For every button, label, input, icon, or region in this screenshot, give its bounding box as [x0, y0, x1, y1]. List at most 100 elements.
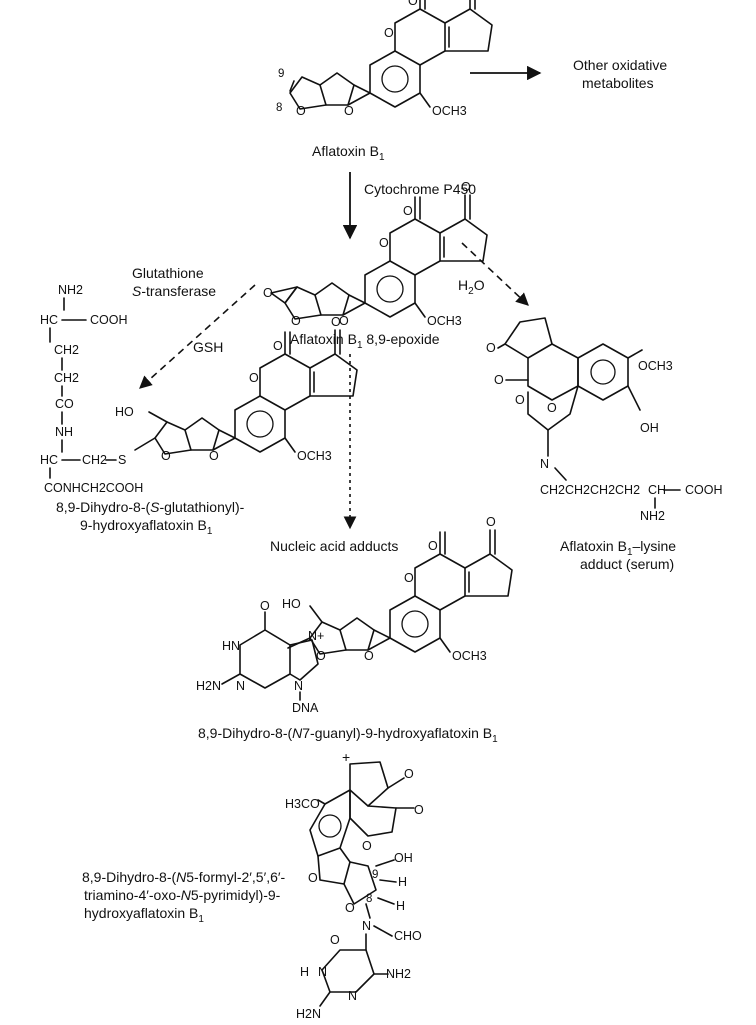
arrow-hydrolysis — [461, 242, 529, 306]
svg-text:CH2CH2CH2CH2: CH2CH2CH2CH2 — [540, 483, 640, 497]
label-n7-guanyl: 8,9-Dihydro-8-(N7-guanyl)-9-hydroxyaflat… — [198, 725, 498, 745]
svg-text:NH2: NH2 — [386, 967, 411, 981]
svg-text:S: S — [118, 453, 126, 467]
svg-text:HC: HC — [40, 453, 58, 467]
svg-text:9: 9 — [372, 869, 378, 881]
label-nucleic-acid-adducts: Nucleic acid adducts — [270, 538, 398, 554]
svg-text:CO: CO — [55, 397, 74, 411]
atom-o-lactone: O — [384, 26, 394, 40]
arrow-gst — [139, 284, 256, 389]
svg-text:N: N — [294, 679, 303, 693]
svg-text:O: O — [494, 373, 504, 387]
label-other-metabolites-1: Other oxidative — [573, 57, 667, 73]
lysine-adduct-structure: O O O OCH3 OH O N CH2CH2CH2CH2 CH COOH N… — [486, 317, 723, 523]
svg-text:H2N: H2N — [196, 679, 221, 693]
svg-text:O: O — [316, 649, 326, 663]
svg-text:8: 8 — [366, 893, 372, 905]
svg-text:O: O — [364, 649, 374, 663]
svg-text:O: O — [330, 933, 340, 947]
label-other-metabolites-2: metabolites — [582, 75, 654, 91]
svg-text:HN: HN — [222, 639, 240, 653]
guanine-base: O N+ N DNA HN N H2N — [196, 599, 324, 715]
svg-text:HO: HO — [282, 597, 301, 611]
label-gsh-conjugate-1: 8,9-Dihydro-8-(S-glutathionyl)- — [56, 499, 245, 515]
svg-text:O: O — [428, 539, 438, 553]
svg-text:CH2: CH2 — [82, 453, 107, 467]
svg-text:N: N — [362, 919, 371, 933]
atom-o-ketone-e: O — [461, 180, 471, 194]
svg-text:O: O — [260, 599, 270, 613]
svg-text:OCH3: OCH3 — [297, 449, 332, 463]
atom-o-furan2: O — [344, 104, 354, 118]
n7-guanyl-adduct-structure: HO O O O OCH3 O O — [282, 515, 513, 663]
atom-och3: OCH3 — [432, 104, 467, 118]
label-gst-2: S-transferase — [132, 283, 216, 299]
svg-text:CH2: CH2 — [54, 343, 79, 357]
atom-och3-e: OCH3 — [427, 314, 462, 328]
svg-text:O: O — [308, 871, 318, 885]
svg-text:HC: HC — [40, 313, 58, 327]
svg-text:OH: OH — [394, 851, 413, 865]
atom-o-furan2-e: O — [339, 314, 349, 328]
svg-text:OH: OH — [640, 421, 659, 435]
svg-text:O: O — [249, 371, 259, 385]
svg-text:O: O — [486, 515, 496, 529]
atom-o-epoxide: O — [263, 286, 273, 300]
svg-text:CONHCH2COOH: CONHCH2COOH — [44, 481, 143, 495]
svg-text:N: N — [318, 965, 327, 979]
svg-text:COOH: COOH — [90, 313, 128, 327]
label-aflatoxin-b1: Aflatoxin B1 — [312, 143, 385, 163]
svg-text:NH: NH — [55, 425, 73, 439]
glutathione-chain: NH2 HC COOH CH2 CH2 CO NH HC CH2 S CONHC… — [40, 283, 143, 495]
svg-text:O: O — [273, 339, 283, 353]
svg-text:OCH3: OCH3 — [638, 359, 673, 373]
svg-text:O: O — [414, 803, 424, 817]
svg-text:O: O — [345, 901, 355, 915]
svg-text:H2N: H2N — [296, 1007, 321, 1021]
label-gsh: GSH — [193, 339, 223, 355]
label-water: H2O — [458, 277, 485, 297]
svg-text:O: O — [515, 393, 525, 407]
svg-text:H: H — [396, 899, 405, 913]
svg-text:DNA: DNA — [292, 701, 319, 715]
svg-text:O: O — [547, 401, 557, 415]
label-cyp450: Cytochrome P450 — [364, 181, 476, 197]
svg-text:O: O — [331, 315, 341, 329]
svg-text:CHO: CHO — [394, 929, 422, 943]
label-fapy-3: hydroxyaflatoxin B1 — [84, 905, 204, 925]
svg-text:N+: N+ — [308, 629, 324, 643]
label-epoxide: Aflatoxin B1 8,9-epoxide — [290, 331, 440, 351]
fapy-adduct-structure: O O O H3CO O O 9 8 OH H H N CHO O H N N — [285, 761, 424, 1021]
svg-text:H3CO: H3CO — [285, 797, 320, 811]
svg-text:NH2: NH2 — [58, 283, 83, 297]
label-gsh-conjugate-2: 9-hydroxyaflatoxin B1 — [80, 517, 213, 537]
label-lysine-adduct-2: adduct (serum) — [580, 556, 674, 572]
svg-text:O: O — [209, 449, 219, 463]
atom-o-furan: O — [296, 104, 306, 118]
epoxide-structure: O O O O OCH3 O O — [263, 180, 488, 328]
svg-text:N: N — [540, 457, 549, 471]
svg-text:O: O — [161, 449, 171, 463]
svg-text:O: O — [362, 839, 372, 853]
label-lysine-adduct-1: Aflatoxin B1–lysine — [560, 538, 676, 558]
label-gst-1: Glutathione — [132, 265, 204, 281]
svg-text:H: H — [300, 965, 309, 979]
svg-text:N: N — [348, 989, 357, 1003]
svg-text:OCH3: OCH3 — [452, 649, 487, 663]
atom-o-carbonyl-e: O — [403, 204, 413, 218]
svg-text:H: H — [398, 875, 407, 889]
svg-text:NH2: NH2 — [640, 509, 665, 523]
svg-text:CH: CH — [648, 483, 666, 497]
svg-text:HO: HO — [115, 405, 134, 419]
svg-text:O: O — [404, 571, 414, 585]
atom-o-carbonyl: O — [408, 0, 418, 8]
atom-o-lactone-e: O — [379, 236, 389, 250]
position-8: 8 — [276, 102, 282, 114]
svg-text:N: N — [236, 679, 245, 693]
svg-text:CH2: CH2 — [54, 371, 79, 385]
atom-o-furan-e: O — [291, 314, 301, 328]
gsh-conjugate-structure: HO O O O OCH3 O O — [115, 315, 358, 463]
label-fapy-1: 8,9-Dihydro-8-(N5-formyl-2′,5′,6′- — [82, 869, 285, 885]
position-9: 9 — [278, 68, 284, 80]
